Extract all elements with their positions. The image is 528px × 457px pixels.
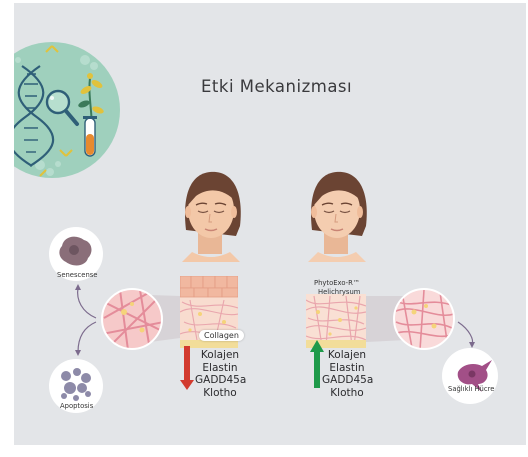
page-title: Etki Mekanizması xyxy=(201,77,352,96)
left-marker-item: GADD45a xyxy=(195,374,245,387)
right-marker-item: Kolajen xyxy=(322,349,372,362)
test-tube-icon xyxy=(83,116,97,156)
right-label-line2: Helichrysum xyxy=(318,288,360,296)
left-marker-item: Klotho xyxy=(195,387,245,400)
right-magnified-view xyxy=(366,289,454,350)
right-marker-list: Kolajen Elastin GADD45a Klotho xyxy=(322,349,372,399)
senescense-label: Senescense xyxy=(57,271,97,279)
right-label-line1: PhytoExo-R™ xyxy=(314,279,360,287)
healthy-cell xyxy=(442,348,498,404)
apoptosis-label: Apoptosis xyxy=(60,402,93,410)
right-marker-item: Klotho xyxy=(322,387,372,400)
left-marker-item: Elastin xyxy=(195,362,245,375)
right-marker-item: Elastin xyxy=(322,362,372,375)
healthy-cell-label: Sağlıklı Hücre xyxy=(448,385,494,393)
left-marker-list: Kolajen Elastin GADD45a Klotho xyxy=(195,349,245,399)
left-marker-item: Kolajen xyxy=(195,349,245,362)
collagen-badge: Collagen xyxy=(199,330,244,341)
right-marker-item: GADD45a xyxy=(322,374,372,387)
